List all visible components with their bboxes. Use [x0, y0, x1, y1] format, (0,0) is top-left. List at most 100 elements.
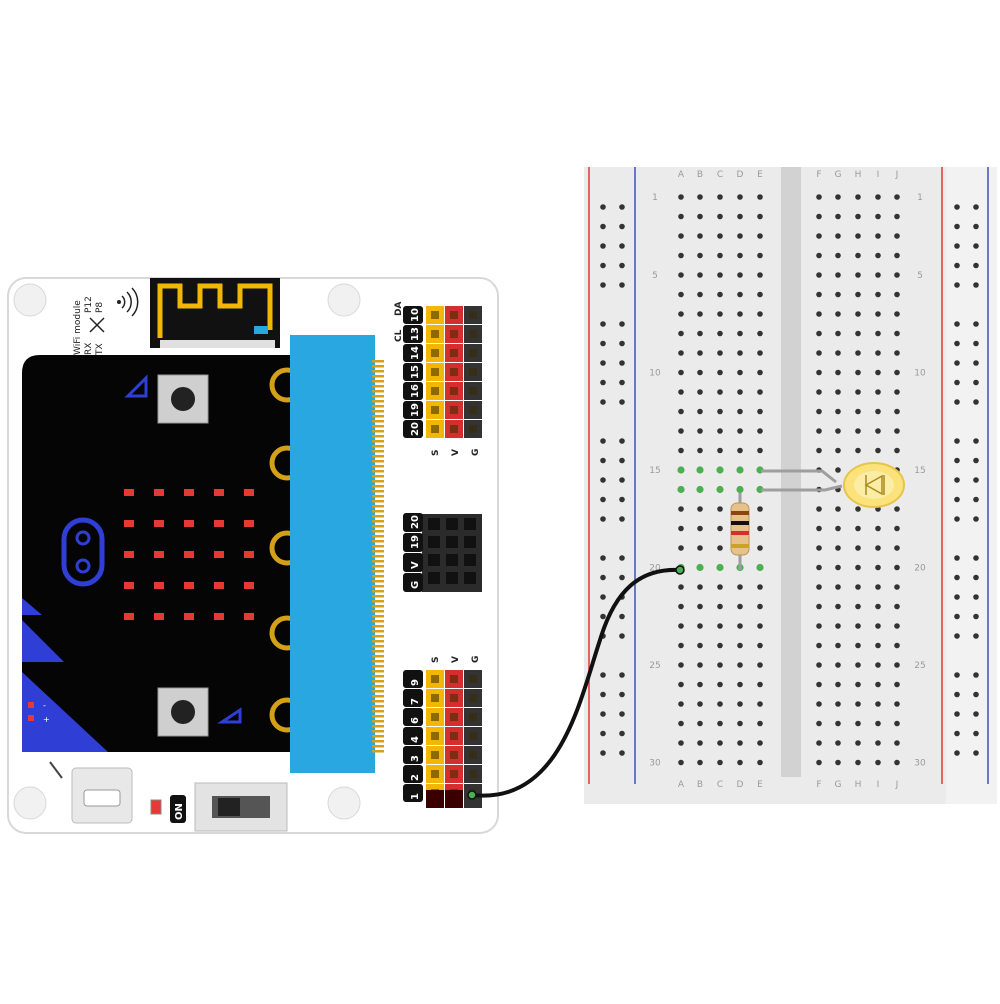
- rail-hole[interactable]: [973, 204, 979, 210]
- breadboard-hole[interactable]: [835, 662, 841, 668]
- breadboard-hole[interactable]: [835, 545, 841, 551]
- rail-hole[interactable]: [600, 574, 606, 581]
- rail-hole[interactable]: [954, 496, 960, 503]
- breadboard-hole[interactable]: [697, 447, 703, 454]
- breadboard-hole[interactable]: [855, 623, 861, 629]
- breadboard-hole[interactable]: [894, 447, 900, 454]
- breadboard-hole[interactable]: [717, 623, 723, 629]
- breadboard-hole[interactable]: [697, 525, 703, 532]
- rail-hole[interactable]: [973, 340, 979, 347]
- breadboard-hole[interactable]: [855, 350, 861, 356]
- rail-hole[interactable]: [954, 555, 960, 561]
- breadboard-hole[interactable]: [894, 603, 900, 610]
- breadboard-hole[interactable]: [816, 603, 822, 610]
- breadboard-hole-active[interactable]: [736, 485, 744, 494]
- breadboard-hole[interactable]: [816, 662, 822, 668]
- breadboard-hole[interactable]: [816, 213, 822, 220]
- breadboard-hole[interactable]: [875, 272, 881, 278]
- breadboard-hole[interactable]: [875, 701, 881, 707]
- breadboard-hole[interactable]: [816, 720, 822, 727]
- breadboard-hole[interactable]: [855, 291, 861, 298]
- breadboard-hole[interactable]: [678, 623, 684, 629]
- breadboard-hole[interactable]: [757, 330, 763, 337]
- breadboard-hole[interactable]: [816, 506, 822, 512]
- breadboard-hole[interactable]: [717, 447, 723, 454]
- rail-hole[interactable]: [973, 516, 979, 522]
- breadboard-hole[interactable]: [894, 701, 900, 707]
- breadboard-hole[interactable]: [894, 369, 900, 376]
- breadboard-hole[interactable]: [816, 330, 822, 337]
- breadboard-hole[interactable]: [894, 662, 900, 668]
- rail-hole[interactable]: [973, 594, 979, 600]
- breadboard-hole[interactable]: [816, 350, 822, 356]
- breadboard-hole[interactable]: [678, 252, 684, 259]
- breadboard-hole[interactable]: [855, 740, 861, 746]
- breadboard-hole[interactable]: [875, 213, 881, 220]
- breadboard-hole[interactable]: [737, 408, 743, 415]
- breadboard-hole[interactable]: [816, 642, 822, 649]
- breadboard-hole[interactable]: [835, 681, 841, 688]
- breadboard-hole[interactable]: [717, 603, 723, 610]
- breadboard-hole[interactable]: [894, 252, 900, 259]
- breadboard-hole[interactable]: [894, 564, 900, 571]
- rail-hole[interactable]: [619, 750, 625, 756]
- breadboard-hole-active[interactable]: [736, 466, 744, 474]
- breadboard-hole[interactable]: [737, 584, 743, 590]
- breadboard-hole[interactable]: [697, 662, 703, 668]
- breadboard-hole[interactable]: [697, 330, 703, 337]
- breadboard-hole[interactable]: [855, 506, 861, 512]
- breadboard-hole[interactable]: [894, 642, 900, 649]
- breadboard-hole[interactable]: [835, 408, 841, 415]
- breadboard-hole[interactable]: [678, 545, 684, 551]
- breadboard-hole[interactable]: [678, 525, 684, 532]
- breadboard-hole[interactable]: [678, 701, 684, 707]
- breadboard-hole[interactable]: [835, 233, 841, 239]
- breadboard-hole[interactable]: [816, 252, 822, 259]
- breadboard-hole[interactable]: [717, 740, 723, 746]
- breadboard-hole[interactable]: [678, 272, 684, 278]
- rail-hole[interactable]: [600, 477, 606, 483]
- rail-hole[interactable]: [973, 438, 979, 444]
- breadboard-hole[interactable]: [855, 408, 861, 415]
- rail-hole[interactable]: [619, 477, 625, 483]
- breadboard-hole[interactable]: [835, 467, 841, 473]
- rail-hole[interactable]: [619, 243, 625, 249]
- breadboard-hole[interactable]: [835, 213, 841, 220]
- breadboard-hole[interactable]: [894, 350, 900, 356]
- breadboard-hole[interactable]: [678, 720, 684, 727]
- breadboard-hole[interactable]: [737, 389, 743, 395]
- breadboard-hole[interactable]: [717, 642, 723, 649]
- rail-hole[interactable]: [619, 555, 625, 561]
- breadboard-hole-active[interactable]: [677, 485, 685, 494]
- microbit-logo[interactable]: [61, 517, 105, 587]
- breadboard-hole[interactable]: [875, 369, 881, 376]
- breadboard-hole[interactable]: [757, 233, 763, 239]
- rail-hole[interactable]: [954, 730, 960, 737]
- rail-hole[interactable]: [619, 438, 625, 444]
- breadboard-hole[interactable]: [757, 759, 763, 766]
- breadboard-hole[interactable]: [697, 389, 703, 395]
- breadboard-hole[interactable]: [855, 428, 861, 434]
- breadboard-hole[interactable]: [678, 389, 684, 395]
- breadboard-hole[interactable]: [875, 759, 881, 766]
- breadboard-hole[interactable]: [717, 369, 723, 376]
- breadboard-hole[interactable]: [678, 447, 684, 454]
- breadboard-hole[interactable]: [717, 506, 723, 512]
- breadboard-hole[interactable]: [855, 194, 861, 200]
- breadboard-hole[interactable]: [737, 233, 743, 239]
- breadboard-hole[interactable]: [697, 311, 703, 317]
- breadboard-hole[interactable]: [678, 662, 684, 668]
- breadboard-hole[interactable]: [835, 525, 841, 532]
- rail-hole[interactable]: [954, 321, 960, 327]
- breadboard-hole[interactable]: [875, 428, 881, 434]
- rail-hole[interactable]: [973, 379, 979, 386]
- breadboard-hole[interactable]: [697, 720, 703, 727]
- breadboard-hole[interactable]: [678, 428, 684, 434]
- power-switch[interactable]: [194, 782, 288, 832]
- breadboard-hole[interactable]: [757, 525, 763, 532]
- breadboard-hole[interactable]: [757, 545, 763, 551]
- breadboard-hole[interactable]: [737, 428, 743, 434]
- rail-hole[interactable]: [973, 555, 979, 561]
- breadboard-hole[interactable]: [894, 311, 900, 317]
- breadboard-hole[interactable]: [697, 272, 703, 278]
